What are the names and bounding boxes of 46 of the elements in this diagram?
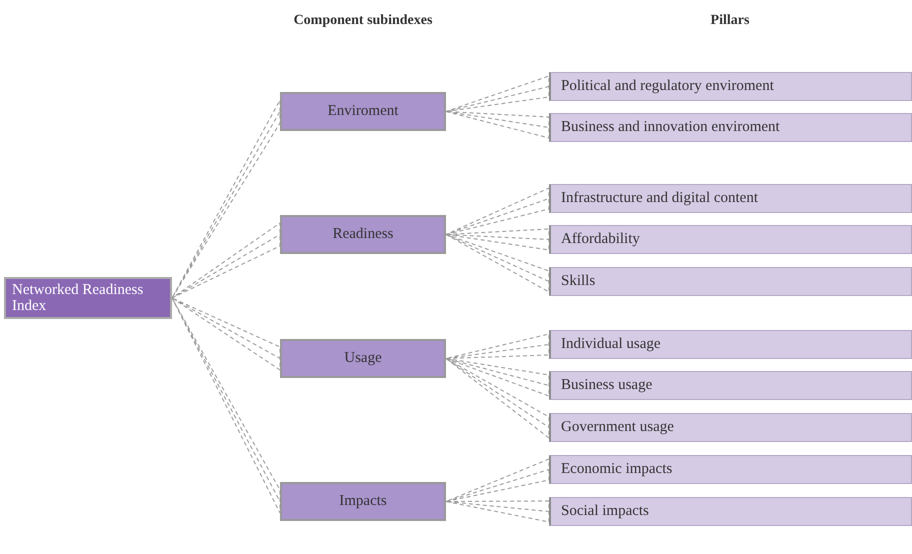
connector-line	[446, 234, 550, 293]
connector-line	[446, 458, 550, 502]
node-label: Enviroment	[328, 103, 398, 120]
node-label: Infrastructure and digital content	[561, 190, 758, 207]
index-box	[4, 277, 172, 319]
connector-line	[446, 75, 550, 112]
connector-line	[446, 187, 550, 235]
node-label: Impacts	[339, 493, 387, 510]
node-label: Skills	[561, 273, 596, 290]
node-label: Individual usage	[561, 336, 661, 353]
connector-line	[172, 222, 280, 298]
node-label: Political and regulatory enviroment	[561, 78, 774, 95]
connector-line	[446, 333, 550, 359]
node-label: Usage	[344, 350, 382, 367]
connector-line	[172, 100, 280, 298]
node-label: Economic impacts	[561, 461, 672, 478]
pillar-box	[549, 72, 912, 101]
connector-line	[172, 298, 280, 514]
node-label: Affordability	[561, 231, 640, 248]
connector-line	[446, 111, 550, 139]
node-label: Social impacts	[561, 503, 649, 520]
pillar-box	[549, 113, 912, 142]
pillar-box	[549, 184, 912, 213]
connector-line	[446, 358, 550, 397]
connector-line	[446, 358, 550, 440]
pillar-box	[549, 455, 912, 484]
connector-line	[446, 228, 550, 251]
pillar-box	[549, 413, 912, 442]
column-heading: Component subindexes	[294, 13, 432, 29]
pillar-box	[549, 371, 912, 400]
subindex-box	[280, 92, 446, 131]
connector-line	[446, 500, 550, 523]
node-label: Government usage	[561, 419, 674, 436]
subindex-box	[280, 215, 446, 254]
pillar-box	[549, 497, 912, 526]
node-label: Business usage	[561, 377, 652, 394]
pillar-box	[549, 330, 912, 359]
subindex-box	[280, 339, 446, 378]
column-heading: Pillars	[710, 13, 750, 29]
node-label: Networked Readiness Index	[12, 282, 144, 314]
connector-line	[172, 298, 280, 371]
pillar-box	[549, 225, 912, 254]
pillar-box	[549, 267, 912, 296]
subindex-box	[280, 482, 446, 521]
node-label: Readiness	[332, 226, 394, 243]
node-label: Business and innovation enviroment	[561, 119, 780, 136]
